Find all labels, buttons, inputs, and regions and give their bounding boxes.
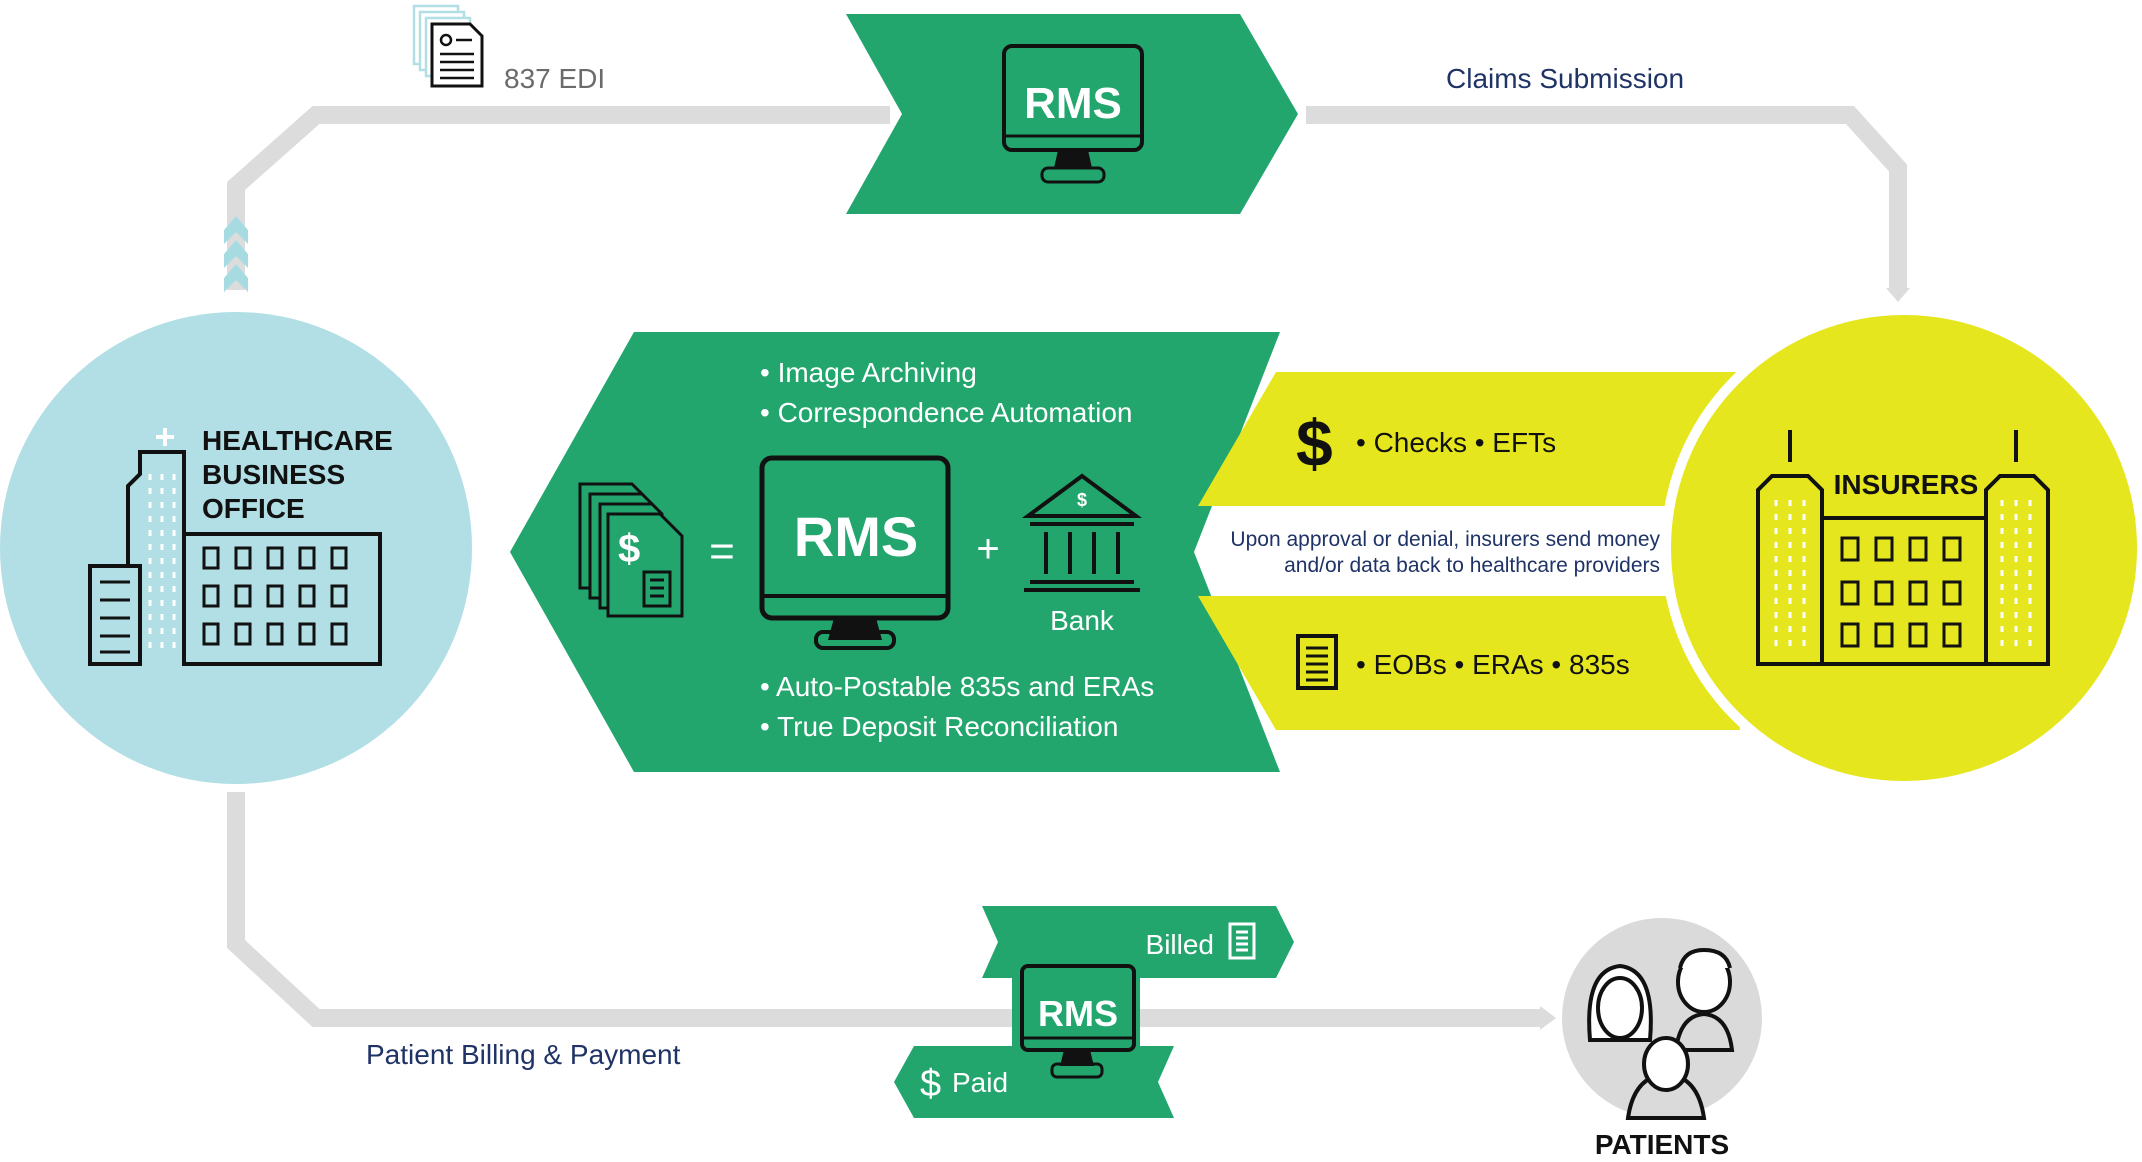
- paid-label: Paid: [952, 1067, 1008, 1098]
- billed-arrow: [982, 906, 1294, 978]
- plus-sign: +: [976, 527, 999, 571]
- rms-center-label: RMS: [794, 505, 918, 568]
- edi-label: 837 EDI: [504, 63, 605, 94]
- flow-path-bottom: [227, 792, 1544, 1027]
- eobs-band: [1198, 596, 1740, 730]
- rms-bottom-label: RMS: [1038, 993, 1118, 1034]
- insurers-title: INSURERS: [1834, 469, 1979, 500]
- bank-icon: [1021, 473, 1143, 592]
- hospital-building-icon: [88, 428, 382, 666]
- document-icon: [1228, 922, 1256, 960]
- flow-arrow-down: [1886, 288, 1910, 302]
- patient-billing-label: Patient Billing & Payment: [366, 1039, 681, 1070]
- bullet-image-archiving: • Image Archiving: [760, 357, 977, 388]
- bank-dollar-icon: $: [1077, 490, 1087, 510]
- insurer-building-icon: [1756, 430, 2050, 666]
- bullet-correspondence-automation: • Correspondence Automation: [760, 397, 1132, 428]
- equals-sign: =: [709, 527, 735, 576]
- paid-dollar-icon: $: [920, 1063, 941, 1105]
- healthcare-title-line2: BUSINESS: [202, 459, 345, 490]
- approval-line1: Upon approval or denial, insurers send m…: [1230, 528, 1660, 551]
- insurers-circle: [1661, 305, 2142, 791]
- billed-label: Billed: [1146, 929, 1214, 960]
- claims-submission-label: Claims Submission: [1446, 63, 1684, 94]
- approval-line2: and/or data back to healthcare providers: [1284, 554, 1660, 577]
- flow-arrow-right: [1540, 1006, 1556, 1030]
- flow-path-top: [227, 106, 1907, 290]
- rms-top-arrow: [846, 14, 1298, 214]
- dollar-icon: $: [618, 527, 640, 571]
- paid-arrow: [894, 1046, 1174, 1118]
- document-icon: [1296, 634, 1338, 690]
- checks-dollar-icon: $: [1296, 406, 1333, 480]
- healthcare-title-line1: HEALTHCARE: [202, 425, 393, 456]
- monitor-icon: [759, 455, 951, 650]
- checks-band: [1198, 372, 1740, 506]
- patients-icon: [1587, 947, 1735, 1120]
- bullet-deposit-reconciliation: • True Deposit Reconciliation: [760, 711, 1118, 742]
- document-icon: [430, 22, 484, 88]
- payment-documents-icon: [578, 482, 684, 618]
- checks-label: • Checks • EFTs: [1356, 427, 1556, 458]
- healthcare-title-line3: OFFICE: [202, 493, 305, 524]
- chevron-up-icon: [224, 216, 248, 292]
- bullet-auto-postable: • Auto-Postable 835s and ERAs: [760, 671, 1154, 702]
- rms-center-chevron: [510, 332, 1280, 772]
- monitor-icon: [1020, 964, 1136, 1079]
- rms-top-label: RMS: [1024, 79, 1122, 128]
- patients-label: PATIENTS: [1595, 1129, 1729, 1160]
- eobs-label: • EOBs • ERAs • 835s: [1356, 649, 1630, 680]
- bank-label: Bank: [1050, 605, 1115, 636]
- monitor-icon: [1002, 44, 1144, 184]
